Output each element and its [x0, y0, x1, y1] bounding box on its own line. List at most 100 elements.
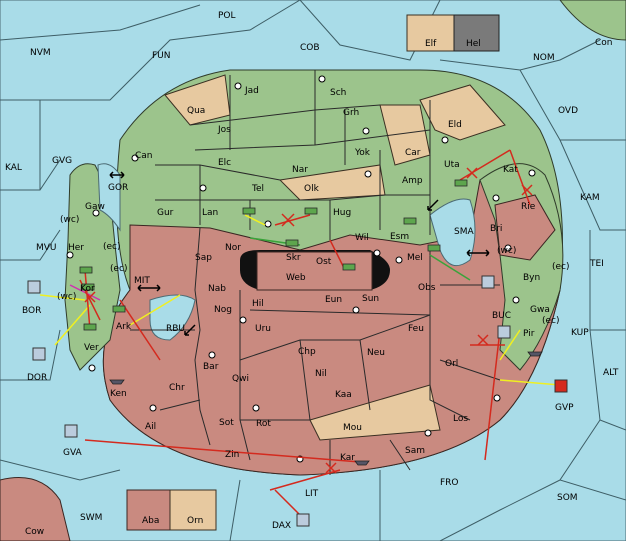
- label-hel: Hel: [466, 39, 481, 49]
- label-con: Con: [595, 38, 613, 48]
- label-can: Can: [135, 151, 153, 161]
- label-web: Web: [286, 273, 306, 283]
- label-kal: KAL: [5, 163, 22, 173]
- label-byn: Byn: [523, 273, 540, 283]
- region-aba[interactable]: [126, 489, 171, 531]
- label-mel: Mel: [407, 253, 423, 263]
- label-chr: Chr: [169, 383, 185, 393]
- label-coast: (wc): [60, 215, 79, 225]
- region-cow[interactable]: [0, 477, 71, 541]
- fleet-icon: [109, 379, 125, 385]
- label-bar: Bar: [203, 362, 219, 372]
- label-gur: Gur: [157, 208, 174, 218]
- label-kam: KAM: [580, 193, 600, 203]
- label-nar: Nar: [292, 165, 308, 175]
- label-nor: Nor: [225, 243, 241, 253]
- region-hel[interactable]: [453, 14, 500, 52]
- label-uta: Uta: [444, 160, 460, 170]
- label-qwi: Qwi: [232, 374, 249, 384]
- label-gvg: GVG: [52, 156, 72, 166]
- label-yok: Yok: [354, 148, 371, 158]
- army-icon: [83, 323, 97, 331]
- label-kat: Kat: [503, 165, 518, 175]
- label-coast: (ec): [110, 264, 128, 274]
- gor-inlet: [97, 163, 121, 232]
- label-buc: BUC: [492, 311, 511, 321]
- label-tei: TEI: [589, 259, 604, 269]
- label-coast: (ec): [552, 262, 570, 272]
- label-kor: Kor: [80, 284, 95, 294]
- label-cow: Cow: [25, 527, 44, 537]
- label-chp: Chp: [298, 347, 316, 357]
- flag-icon: [554, 379, 568, 393]
- label-sap: Sap: [195, 253, 212, 263]
- label-pol: POL: [218, 11, 236, 21]
- label-amp: Amp: [402, 176, 423, 186]
- label-lan: Lan: [202, 208, 218, 218]
- label-zin: Zin: [225, 450, 239, 460]
- label-pir: Pir: [523, 329, 535, 339]
- label-wil: Wil: [355, 233, 369, 243]
- label-dor: DOR: [27, 373, 47, 383]
- region-elf[interactable]: [406, 14, 455, 52]
- region-bri-rie: [494, 194, 556, 261]
- label-coast: (ec): [103, 242, 121, 252]
- boat-icon: [481, 275, 495, 289]
- label-gvp: GVP: [555, 403, 574, 413]
- label-elc: Elc: [218, 158, 231, 168]
- label-gva: GVA: [63, 448, 83, 458]
- label-bor: BOR: [22, 306, 41, 316]
- label-rot: Rot: [256, 419, 271, 429]
- region-eld-area[interactable]: [419, 84, 506, 141]
- label-her: Her: [68, 243, 84, 253]
- label-olk: Olk: [304, 184, 320, 194]
- label-gaw: Gaw: [85, 202, 105, 212]
- boat-icon: [64, 424, 78, 438]
- label-cob: COB: [300, 43, 320, 53]
- label-nog: Nog: [214, 305, 232, 315]
- army-icon: [81, 283, 95, 291]
- label-sch: Sch: [330, 88, 346, 98]
- label-jos: Jos: [217, 125, 231, 135]
- label-elf: Elf: [425, 39, 437, 49]
- label-grh: Grh: [343, 108, 359, 118]
- label-hug: Hug: [333, 208, 351, 218]
- label-skr: Skr: [286, 253, 301, 263]
- label-rie: Rie: [521, 202, 536, 212]
- sma-inner: [429, 198, 476, 267]
- label-qua: Qua: [187, 106, 205, 116]
- label-swm: SWM: [80, 513, 102, 523]
- label-rbu: RBU: [166, 324, 185, 334]
- orders-layer: [39, 149, 561, 516]
- label-sma: SMA: [454, 227, 474, 237]
- label-fro: FRO: [440, 478, 459, 488]
- label-alt: ALT: [603, 368, 619, 378]
- label-jad: Jad: [244, 86, 259, 96]
- label-los: Los: [453, 414, 468, 424]
- army-icon: [403, 217, 417, 225]
- label-ovd: OVD: [558, 106, 578, 116]
- province-borders: [130, 70, 501, 475]
- label-sun: Sun: [362, 294, 379, 304]
- label-sot: Sot: [219, 418, 234, 428]
- boat-icon: [32, 347, 46, 361]
- supply-centers: [66, 75, 536, 463]
- label-nvm: NVM: [30, 48, 51, 58]
- label-gor: GOR: [108, 183, 128, 193]
- label-uru: Uru: [255, 324, 271, 334]
- label-lit: LIT: [305, 489, 319, 499]
- army-icon: [454, 179, 468, 187]
- label-feu: Feu: [408, 324, 424, 334]
- region-orn[interactable]: [169, 489, 217, 531]
- region-mou[interactable]: [309, 384, 441, 441]
- fleet-icon: [527, 351, 543, 357]
- label-ost: Ost: [316, 257, 332, 267]
- label-kup: KUP: [571, 328, 589, 338]
- units-layer[interactable]: [27, 179, 568, 527]
- label-kaa: Kaa: [335, 390, 352, 400]
- army-icon: [285, 239, 299, 247]
- label-coast: (wc): [57, 292, 76, 302]
- army-icon: [304, 207, 318, 215]
- label-kar: Kar: [340, 453, 355, 463]
